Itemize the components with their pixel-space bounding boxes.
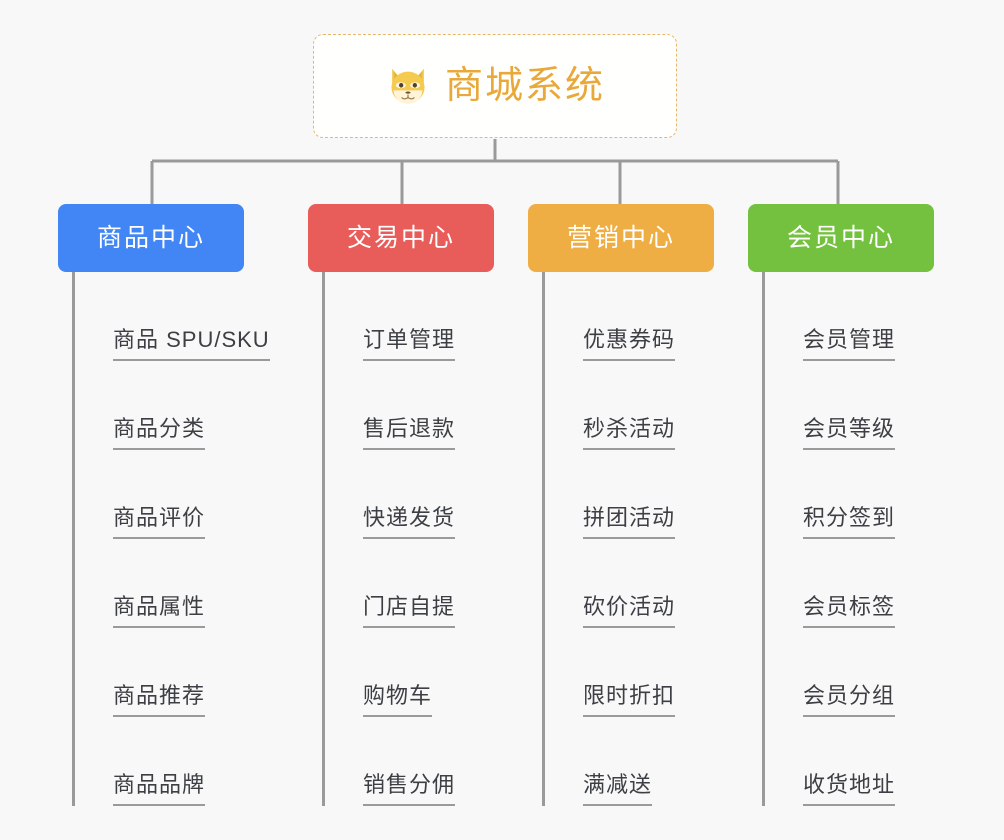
leaf-label: 拼团活动 — [583, 505, 676, 539]
leaf-item[interactable]: 积分签到 — [765, 450, 948, 539]
branch-column-marketing-center: 营销中心 优惠券码 秒杀活动 拼团活动 砍价活动 限时折扣 满减送 — [528, 204, 728, 806]
leaf-label: 积分签到 — [803, 505, 896, 539]
leaf-list: 会员管理 会员等级 积分签到 会员标签 会员分组 收货地址 — [762, 272, 948, 806]
leaf-item[interactable]: 商品属性 — [75, 539, 258, 628]
root-title: 商城系统 — [444, 65, 605, 107]
category-box-member-center[interactable]: 会员中心 — [748, 204, 934, 272]
leaf-label: 满减送 — [583, 772, 653, 806]
category-label: 营销中心 — [566, 223, 675, 252]
leaf-item[interactable]: 砍价活动 — [545, 539, 728, 628]
leaf-item[interactable]: 限时折扣 — [545, 628, 728, 717]
category-label: 商品中心 — [96, 223, 205, 252]
leaf-label: 会员等级 — [803, 416, 896, 450]
leaf-item[interactable]: 售后退款 — [325, 361, 508, 450]
leaf-item[interactable]: 门店自提 — [325, 539, 508, 628]
category-label: 会员中心 — [786, 223, 895, 252]
category-box-product-center[interactable]: 商品中心 — [58, 204, 244, 272]
leaf-item[interactable]: 会员管理 — [765, 272, 948, 361]
branch-column-trade-center: 交易中心 订单管理 售后退款 快递发货 门店自提 购物车 销售分佣 — [308, 204, 508, 806]
leaf-item[interactable]: 满减送 — [545, 717, 728, 806]
leaf-label: 会员分组 — [803, 683, 896, 717]
leaf-item[interactable]: 优惠券码 — [545, 272, 728, 361]
leaf-label: 门店自提 — [363, 594, 456, 628]
leaf-item[interactable]: 商品推荐 — [75, 628, 258, 717]
leaf-label: 商品 SPU/SKU — [113, 327, 270, 361]
leaf-list: 优惠券码 秒杀活动 拼团活动 砍价活动 限时折扣 满减送 — [542, 272, 728, 806]
leaf-label: 商品分类 — [113, 416, 206, 450]
root-node[interactable]: 商城系统 — [313, 34, 677, 138]
leaf-item[interactable]: 收货地址 — [765, 717, 948, 806]
leaf-item[interactable]: 商品分类 — [75, 361, 258, 450]
leaf-label: 秒杀活动 — [583, 416, 676, 450]
leaf-label: 订单管理 — [363, 327, 456, 361]
leaf-label: 商品评价 — [113, 505, 206, 539]
leaf-item[interactable]: 会员等级 — [765, 361, 948, 450]
leaf-item[interactable]: 商品评价 — [75, 450, 258, 539]
leaf-list: 订单管理 售后退款 快递发货 门店自提 购物车 销售分佣 — [322, 272, 508, 806]
leaf-item[interactable]: 购物车 — [325, 628, 508, 717]
leaf-label: 会员标签 — [803, 594, 896, 628]
leaf-label: 商品推荐 — [113, 683, 206, 717]
shiba-dog-icon — [391, 68, 425, 105]
leaf-item[interactable]: 秒杀活动 — [545, 361, 728, 450]
leaf-item[interactable]: 会员分组 — [765, 628, 948, 717]
leaf-label: 限时折扣 — [583, 683, 676, 717]
category-box-marketing-center[interactable]: 营销中心 — [528, 204, 714, 272]
leaf-label: 商品属性 — [113, 594, 206, 628]
branch-column-product-center: 商品中心 商品 SPU/SKU 商品分类 商品评价 商品属性 商品推荐 商品品牌 — [58, 204, 270, 806]
branch-column-member-center: 会员中心 会员管理 会员等级 积分签到 会员标签 会员分组 收货地址 — [748, 204, 948, 806]
leaf-item[interactable]: 商品 SPU/SKU — [75, 272, 270, 361]
category-label: 交易中心 — [346, 223, 455, 252]
leaf-label: 收货地址 — [803, 772, 896, 806]
leaf-label: 会员管理 — [803, 327, 896, 361]
leaf-label: 购物车 — [363, 683, 433, 717]
leaf-label: 优惠券码 — [583, 327, 676, 361]
leaf-list: 商品 SPU/SKU 商品分类 商品评价 商品属性 商品推荐 商品品牌 — [72, 272, 270, 806]
leaf-label: 快递发货 — [363, 505, 456, 539]
leaf-item[interactable]: 会员标签 — [765, 539, 948, 628]
leaf-label: 销售分佣 — [363, 772, 456, 806]
leaf-item[interactable]: 订单管理 — [325, 272, 508, 361]
leaf-item[interactable]: 快递发货 — [325, 450, 508, 539]
leaf-label: 砍价活动 — [583, 594, 676, 628]
leaf-label: 售后退款 — [363, 416, 456, 450]
leaf-item[interactable]: 商品品牌 — [75, 717, 258, 806]
leaf-item[interactable]: 销售分佣 — [325, 717, 508, 806]
leaf-label: 商品品牌 — [113, 772, 206, 806]
category-box-trade-center[interactable]: 交易中心 — [308, 204, 494, 272]
leaf-item[interactable]: 拼团活动 — [545, 450, 728, 539]
